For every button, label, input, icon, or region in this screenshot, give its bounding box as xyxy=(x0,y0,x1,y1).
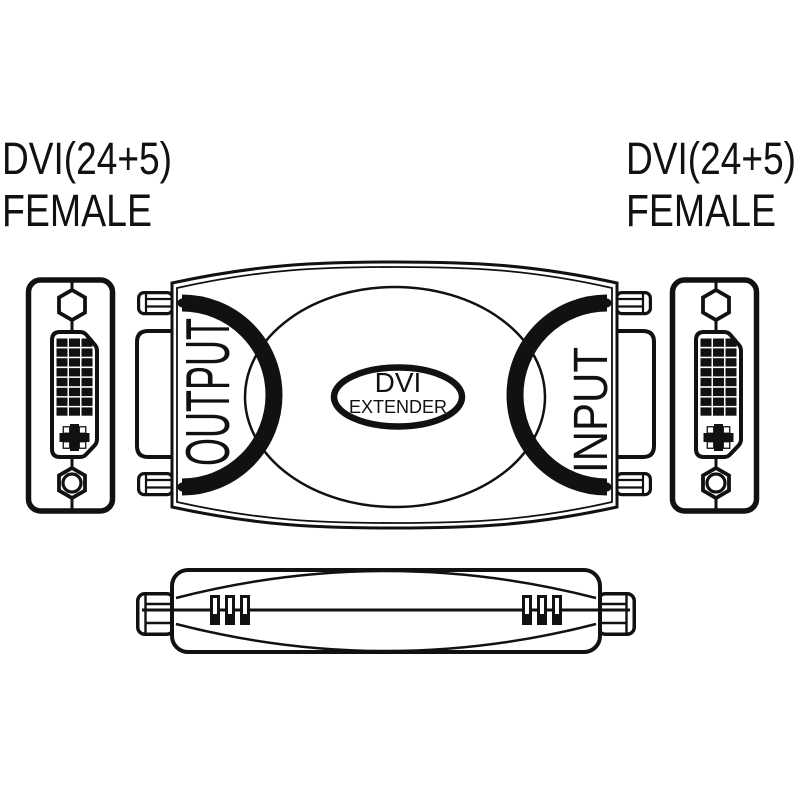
right-dvi-female-face xyxy=(673,280,757,511)
extender-side-view xyxy=(136,568,636,654)
left-port-gender: FEMALE xyxy=(2,185,152,236)
side-bottom-contour xyxy=(175,622,597,653)
right-port-caption: DVI(24+5) FEMALE xyxy=(626,133,796,236)
right-port-type: DVI(24+5) xyxy=(626,133,796,184)
badge-oval xyxy=(330,364,466,430)
vent-tick xyxy=(240,595,250,625)
bottom-right-screw-tab xyxy=(614,472,653,497)
left-port-type: DVI(24+5) xyxy=(2,133,172,184)
side-top-contour xyxy=(175,569,597,600)
top-left-screw-tab xyxy=(137,291,175,316)
right-side-lug xyxy=(596,592,636,636)
extender-body-inner-line xyxy=(176,266,613,524)
input-label: INPUT xyxy=(565,347,618,473)
badge-subtitle: EXTENDER xyxy=(349,397,447,417)
vent-tick xyxy=(210,595,220,625)
body-lens-contour xyxy=(243,285,547,509)
right-socket-shroud xyxy=(607,329,656,459)
left-side-lug xyxy=(136,592,176,636)
bottom-left-screw-tab xyxy=(137,472,175,497)
right-port-gender: FEMALE xyxy=(626,185,776,236)
vent-tick xyxy=(225,595,235,625)
vent-tick xyxy=(537,595,547,625)
vent-tick xyxy=(522,595,532,625)
badge-title: DVI xyxy=(375,367,422,398)
top-right-screw-tab xyxy=(614,291,653,316)
right-grip-crescent xyxy=(510,298,612,492)
output-label: OUTPUT xyxy=(174,318,243,466)
left-dvi-female-face xyxy=(29,280,113,511)
left-grip-crescent xyxy=(177,298,279,492)
extender-front-view: DVI EXTENDER OUTPUT INPUT xyxy=(135,260,656,530)
left-port-caption: DVI(24+5) FEMALE xyxy=(2,133,172,236)
vent-tick xyxy=(552,595,562,625)
